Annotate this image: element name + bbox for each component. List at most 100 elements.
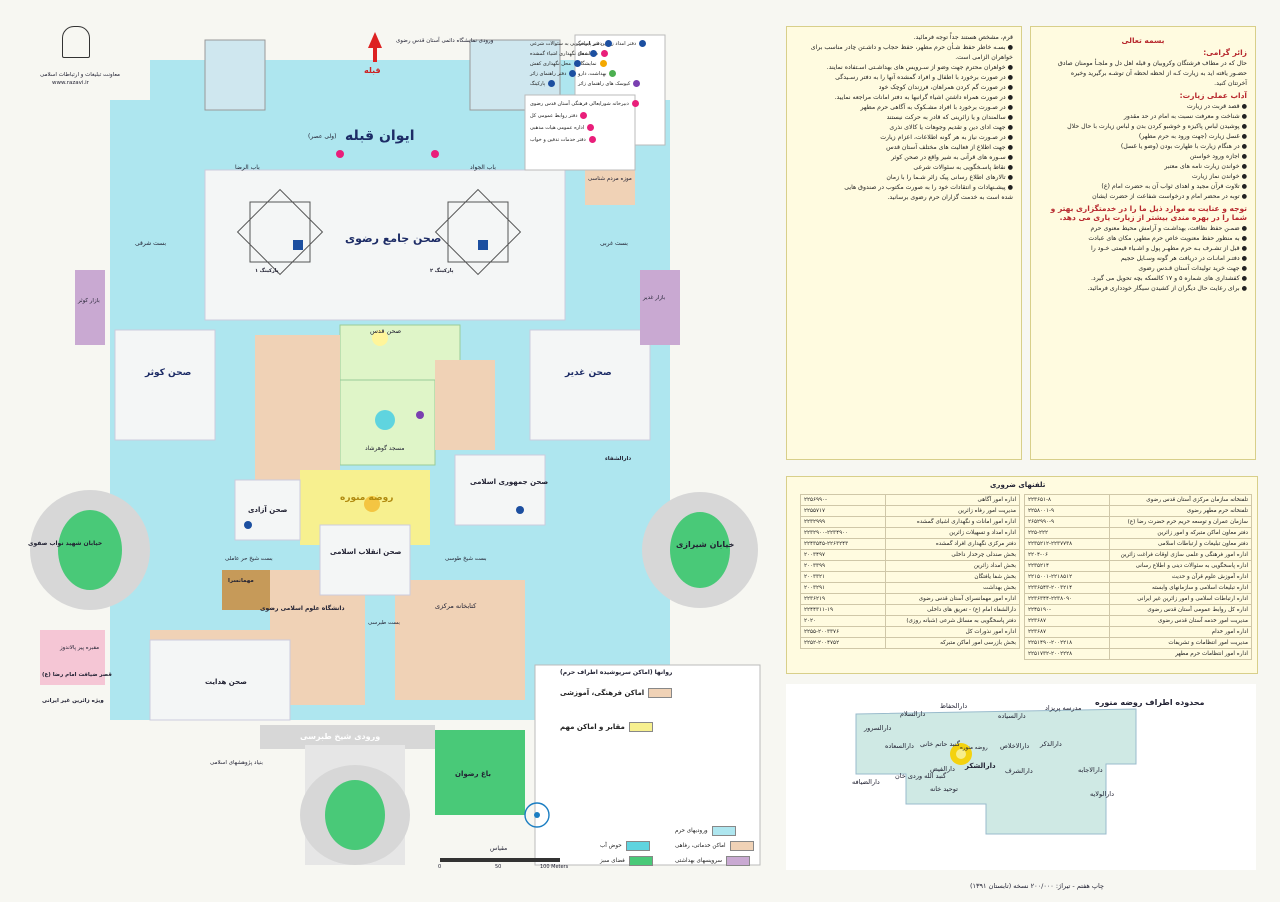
label-ketabkhaneh: کتابخانه مرکزی [435,602,477,610]
phone-name: دفتر معاون اماکن متبرکه و امور زائرین [1109,527,1252,539]
key-icon [604,40,612,47]
label-bab-javad: باب الجواد [470,164,496,171]
phone-number: ۲۲۵۲-۲۰۰۴۷۵۲ [800,637,886,649]
phone-number: ۲۲۳۶۵۴۳-۲۰۰۳۲۱۴ [1024,582,1110,594]
adab-line: ● غسل زیارت (جهت ورود به حرم مطهر) [1138,133,1247,140]
guidance-line: ● در صورت برخورد با اطفال و افراد گمشده … [835,74,1013,81]
phone-name: دارالشفاء امام (ع) - تغریق های داخلی [885,604,1020,616]
service-icon-1 [244,521,252,529]
label-vorudi-tabarsi: ورودی شیخ طبرسی [300,732,381,741]
guidance-line: ● خواهران محترم جهت وضو از سـرویس های به… [826,64,1013,71]
bazaar-kowsar-shape [75,270,105,345]
label-parking1: پارکینگ ۱ [255,268,279,274]
website: www.razavi.ir [52,80,89,86]
label-khiaban-shirazi: خیابان شیرازی [676,540,735,549]
legend-row-1: مقابر و اماکن مهم [560,722,653,732]
service-icon-4 [336,150,344,158]
phone-row: اداره امور فرهنگی و علمی سازی اوقات فراغ… [1024,549,1252,561]
guidance-line: ● سـوره های قرآنی به شیر واقع در صحن کوث… [891,154,1013,161]
phones-title: تلفنهای ضروری [990,481,1046,489]
phone-name: اداره امور آگاهی [885,494,1020,506]
legend-row-4: حوض آب [600,841,650,851]
services-head: توجه و عنایت به موارد ذیل ما را در خدمتگ… [1050,204,1247,222]
phone-name: اداره کل روابط عمومی آستان قدس رضوی [1109,604,1252,616]
service-line: ● برای رعایت حال دیگران از کشیدن سیگار خ… [1087,285,1247,292]
greeting-head: زائر گرامی: [1203,48,1247,57]
phone-number: ۲۲۳۲۹۰۰-۲۲۳۴۹۰۰ [800,527,886,539]
phone-row: سازمان عمران و توسعه حریم حرم حضرت رضا (… [1024,516,1252,528]
phone-number: ۲۲۴۴۳۱۱-۱۹ [800,604,886,616]
phone-name: مدیریت امور رفاه زائرین [885,505,1020,517]
adab-line: ● اجازه ورود خواستن [1189,153,1247,160]
north-entrance-left [204,39,266,111]
label-vizheh: ویژه زائرین غیر ایرانی [42,698,104,704]
adab-line: ● تلاوت قرآن مجید و اهدای ثواب آن به حضر… [1101,183,1247,190]
label-parking2: پارکینگ ۲ [430,268,454,274]
label-iwan-qibla-sub: (ولی عصر) [308,133,337,140]
guidance-line: ● در صـورت برخورد با افراد مشـکوک به آگا… [860,104,1014,111]
phone-name: بخش صندلی چرخدار داخلی [885,549,1020,561]
phone-name: مدیریت امور انتظامات و تشریفات [1109,637,1252,649]
legend-swatch [726,856,751,866]
phone-name: دفتر مرکزی نگهداری افراد گمشده [885,538,1020,550]
phone-name: سازمان عمران و توسعه حریم حرم حضرت رضا (… [1109,516,1252,528]
key-icon [580,112,588,119]
basmala: بسمه تعالی [1121,36,1165,45]
legend-row-5: فضای سبز [600,856,653,866]
legend-title: روانها (اماکن سرپوشیده اطراف حرم) [560,669,673,676]
label-rowzeh: روضه منوره [340,493,394,503]
sahn-enqelab-shape [319,524,411,596]
phone-name: اداره تبلیغات اسلامی و سازمانهای وابسته [1109,582,1252,594]
legend-box-top2 [524,94,636,171]
label-bast-gharbi: بست غربی [600,240,628,247]
phone-name: اداره امور مهمانسرای آستان قدس رضوی [885,593,1020,605]
legend-swatch [729,841,754,851]
adab-head: آداب عملی زیارت: [1179,91,1247,100]
label-bab-reza: باب الرضا [235,164,260,171]
key-icon [609,70,617,77]
label-maqbareh: مقبره پیر پالاندوز [60,645,100,651]
star-pattern-right [434,188,522,276]
roundabout-bottom-inner [325,780,385,850]
phone-number: ۲۲۵۱۴۹۰-۲۰۰۲۲۱۸ [1024,637,1110,649]
phone-number: ۲۲۵۵۷۱۷ [800,505,886,517]
adab-line: ● خواندن زیارت نامه های معتبر [1164,163,1247,170]
guidance-line: ● تالارهای اطلاع رسانی پیک زائر شـما را … [886,174,1013,181]
guidance-line: ● در صـورت نیاز به هر گونه اطلاعات، اعزا… [880,134,1013,141]
key-icon [639,40,647,47]
org-name: معاونت تبلیغات و ارتباطات اسلامی [40,72,120,78]
qibla-label: قبله [364,66,381,75]
label-qasr-ziafat: قصر ضیافت امام رضا (ع) [42,672,112,678]
adab-line: ● در هنگام زیارت با طهارت بودن (وضو یا غ… [1120,143,1247,150]
phone-number: ۲۲۵۶۹۹۰- [800,494,886,506]
label-sahn-qods: صحن قدس [370,327,402,335]
rowzeh-mini-map-svg [855,708,1137,835]
guidance-line: ● بسـه خاطر حفظ شـأن حرم مطهر، حفظ حجاب … [810,44,1013,51]
label-gowharshad: مسجد گوهرشاد [365,445,405,452]
label-sahn-kowsar: صحن کوثر [145,368,192,378]
legend-row-3: اماکن خدماتی، رفاهی [675,841,754,851]
label-bast-toosi: بست شیخ طوسی [445,556,487,562]
label-bast-tabarsi: بست طبرسی [368,620,400,626]
label-muzeh: موزه مردم شناسی [588,176,632,182]
phone-number: ۲۰۰۳۴۹۷ [800,549,886,561]
greeting-line: آخرتتان کنید. [1214,80,1247,87]
key-icon [633,80,641,87]
service-line: ● کفشداری های شماره ۵ و ۱۷ کالسکه بچه تح… [1090,275,1247,282]
phone-number: ۲۲۳۲۹۹۹ [800,516,886,528]
guidance-line: قرم، مشخص هستند جداً توجه فرمائید. [913,34,1013,41]
key-icon [587,124,595,131]
phone-number: ۲۰۰۳۲۹۱ [800,582,886,594]
astan-logo-icon [62,26,90,58]
